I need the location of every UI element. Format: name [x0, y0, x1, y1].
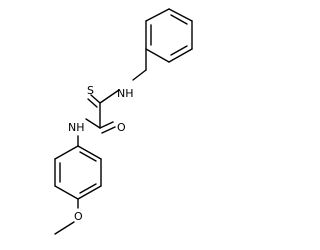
bond	[168, 48, 193, 63]
bond-cs-double-a	[90, 94, 101, 104]
atom-oxygen-carbonyl: O	[117, 121, 126, 134]
bond-n-cs	[99, 89, 120, 104]
molecule-structure: NH S O NH O	[54, 8, 193, 235]
bond	[77, 185, 102, 200]
bond-cs-double-b	[87, 98, 98, 108]
bond	[168, 8, 193, 22]
bond-c-nh	[85, 118, 101, 129]
bond	[54, 145, 79, 160]
methoxyphenyl-ring	[54, 145, 102, 200]
atom-nh-benzyl: NH	[117, 87, 134, 100]
bond	[54, 185, 79, 200]
atom-nh-aryl: NH	[68, 121, 85, 134]
bond-o-ch3	[54, 221, 75, 235]
bond	[170, 14, 188, 25]
bond-co-double-a	[99, 121, 114, 129]
bond	[79, 183, 97, 194]
atom-sulfur: S	[87, 84, 94, 97]
bond	[77, 145, 102, 160]
bond-co-double-b	[101, 126, 116, 134]
atom-oxygen-methoxy: O	[74, 210, 83, 223]
benzyl-phenyl-ring	[145, 8, 193, 63]
bond	[145, 8, 170, 22]
bond	[79, 151, 97, 162]
bond	[145, 48, 170, 63]
bond	[170, 45, 188, 56]
bond-ch2-n	[132, 69, 147, 81]
